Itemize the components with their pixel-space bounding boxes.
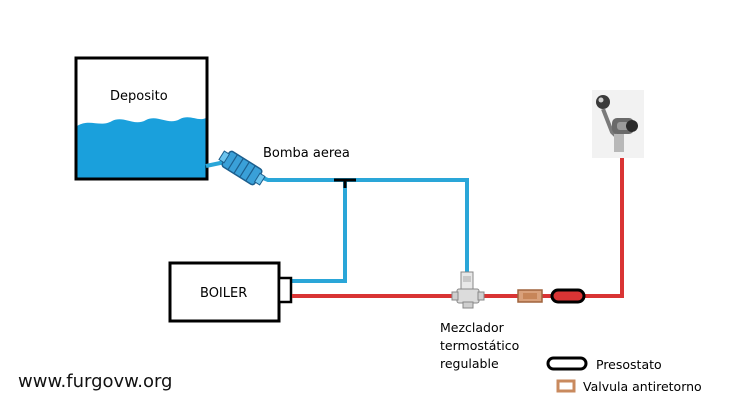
tee-junction-icon [334, 178, 356, 188]
pipe-tank-to-pump [205, 160, 226, 168]
legend-valvula-label: Valvula antiretorno [583, 379, 702, 394]
pipe-tee-to-boiler [292, 180, 347, 283]
tank-label: Deposito [110, 89, 168, 104]
pipe-tee-to-mixer [345, 178, 469, 272]
tank-outline [74, 56, 209, 181]
mixer-label-line2: termostático [440, 338, 519, 353]
pump-icon [218, 150, 266, 186]
legend-valvula-swatch [556, 379, 576, 393]
check-valve-icon [517, 289, 543, 303]
tap-icon [592, 90, 644, 158]
mixer-label-line3: regulable [440, 356, 499, 371]
legend: Presostato Valvula antiretorno [546, 356, 702, 394]
tank-water [77, 117, 206, 179]
legend-presostato-swatch [546, 356, 588, 371]
boiler-label: BOILER [200, 286, 247, 301]
boiler-body [168, 261, 281, 323]
pipe-pump-to-tee [257, 174, 345, 182]
watermark: www.furgovw.org [18, 371, 172, 392]
mixer-valve-icon [451, 271, 485, 309]
tank: Deposito [74, 56, 209, 181]
boiler: BOILER [168, 261, 293, 323]
boiler-outlet [277, 276, 293, 304]
mixer-label-line1: Mezclador [440, 320, 505, 335]
pipe-mixer-to-tap [478, 158, 624, 298]
legend-presostato-label: Presostato [596, 357, 662, 372]
pressure-switch-icon [550, 288, 586, 304]
pump-label: Bomba aerea [263, 146, 350, 161]
